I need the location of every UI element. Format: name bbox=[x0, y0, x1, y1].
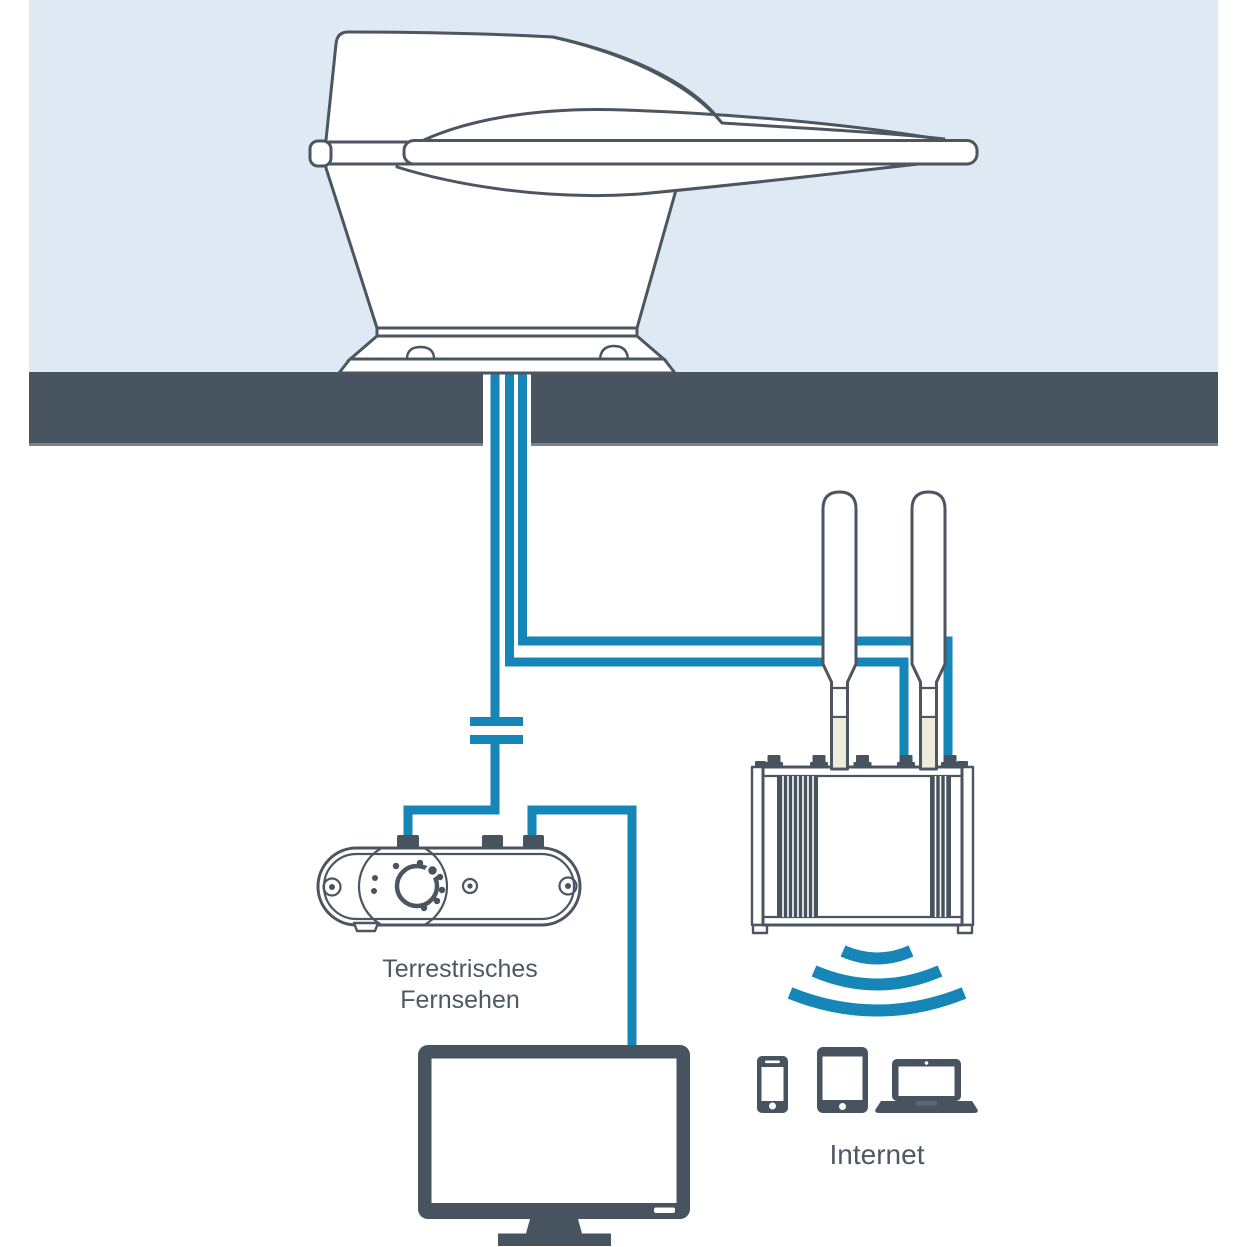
roof-antenna-icon bbox=[308, 30, 979, 375]
amplifier-label-line1: Terrestrisches bbox=[382, 955, 538, 983]
antenna-foot-right bbox=[598, 344, 630, 362]
router-cable-2 bbox=[505, 371, 909, 762]
amplifier-foot bbox=[352, 921, 380, 933]
wifi-arc-large bbox=[787, 987, 967, 1017]
tv-icon bbox=[418, 1045, 690, 1246]
router-antenna-right bbox=[910, 490, 947, 771]
tablet-icon bbox=[817, 1047, 868, 1113]
laptop-icon bbox=[875, 1059, 978, 1113]
internet-label: Internet bbox=[830, 1139, 925, 1170]
capacitor-plate-bottom bbox=[470, 735, 523, 744]
router-heatsink-left bbox=[777, 776, 818, 917]
amplifier-tv-cable bbox=[527, 805, 637, 1048]
router-cable-1 bbox=[518, 371, 953, 762]
antenna-base-plate bbox=[337, 357, 677, 375]
capacitor-plate-top bbox=[470, 717, 523, 726]
wifi-arc-small bbox=[840, 945, 914, 965]
amplifier-body bbox=[316, 846, 582, 927]
amplifier-module-circle bbox=[357, 849, 449, 924]
router-icon bbox=[750, 490, 975, 935]
roof-bottom-edge bbox=[29, 443, 1218, 446]
router-top-connectors bbox=[755, 755, 968, 768]
amplifier-knob bbox=[371, 859, 446, 912]
router-antenna-left bbox=[821, 490, 858, 771]
vehicle-roof bbox=[29, 372, 1218, 446]
router-heatsink-right bbox=[930, 776, 951, 917]
laptop-notch bbox=[916, 1101, 937, 1106]
cables bbox=[403, 371, 953, 1048]
antenna-tv-cable-lower bbox=[403, 744, 500, 840]
router-foot-left bbox=[751, 923, 769, 935]
amplifier-screws bbox=[322, 876, 578, 897]
router-flange-right bbox=[960, 765, 975, 927]
tv-stand bbox=[498, 1219, 611, 1246]
wifi-signal-icon bbox=[787, 945, 967, 1017]
router-flange-left bbox=[750, 765, 765, 927]
antenna-boom bbox=[402, 139, 979, 166]
wifi-arc-medium bbox=[811, 965, 943, 991]
antenna-swoosh-line bbox=[552, 35, 946, 141]
tv-amplifier-icon bbox=[316, 835, 582, 933]
tv-brand-bar bbox=[654, 1207, 675, 1213]
antenna-rear-nub bbox=[308, 139, 333, 168]
router-foot-right bbox=[956, 923, 974, 935]
smartphone-icon bbox=[757, 1056, 788, 1113]
capacitor-symbol bbox=[470, 717, 523, 744]
amplifier-label-line2: Fernsehen bbox=[400, 986, 520, 1014]
